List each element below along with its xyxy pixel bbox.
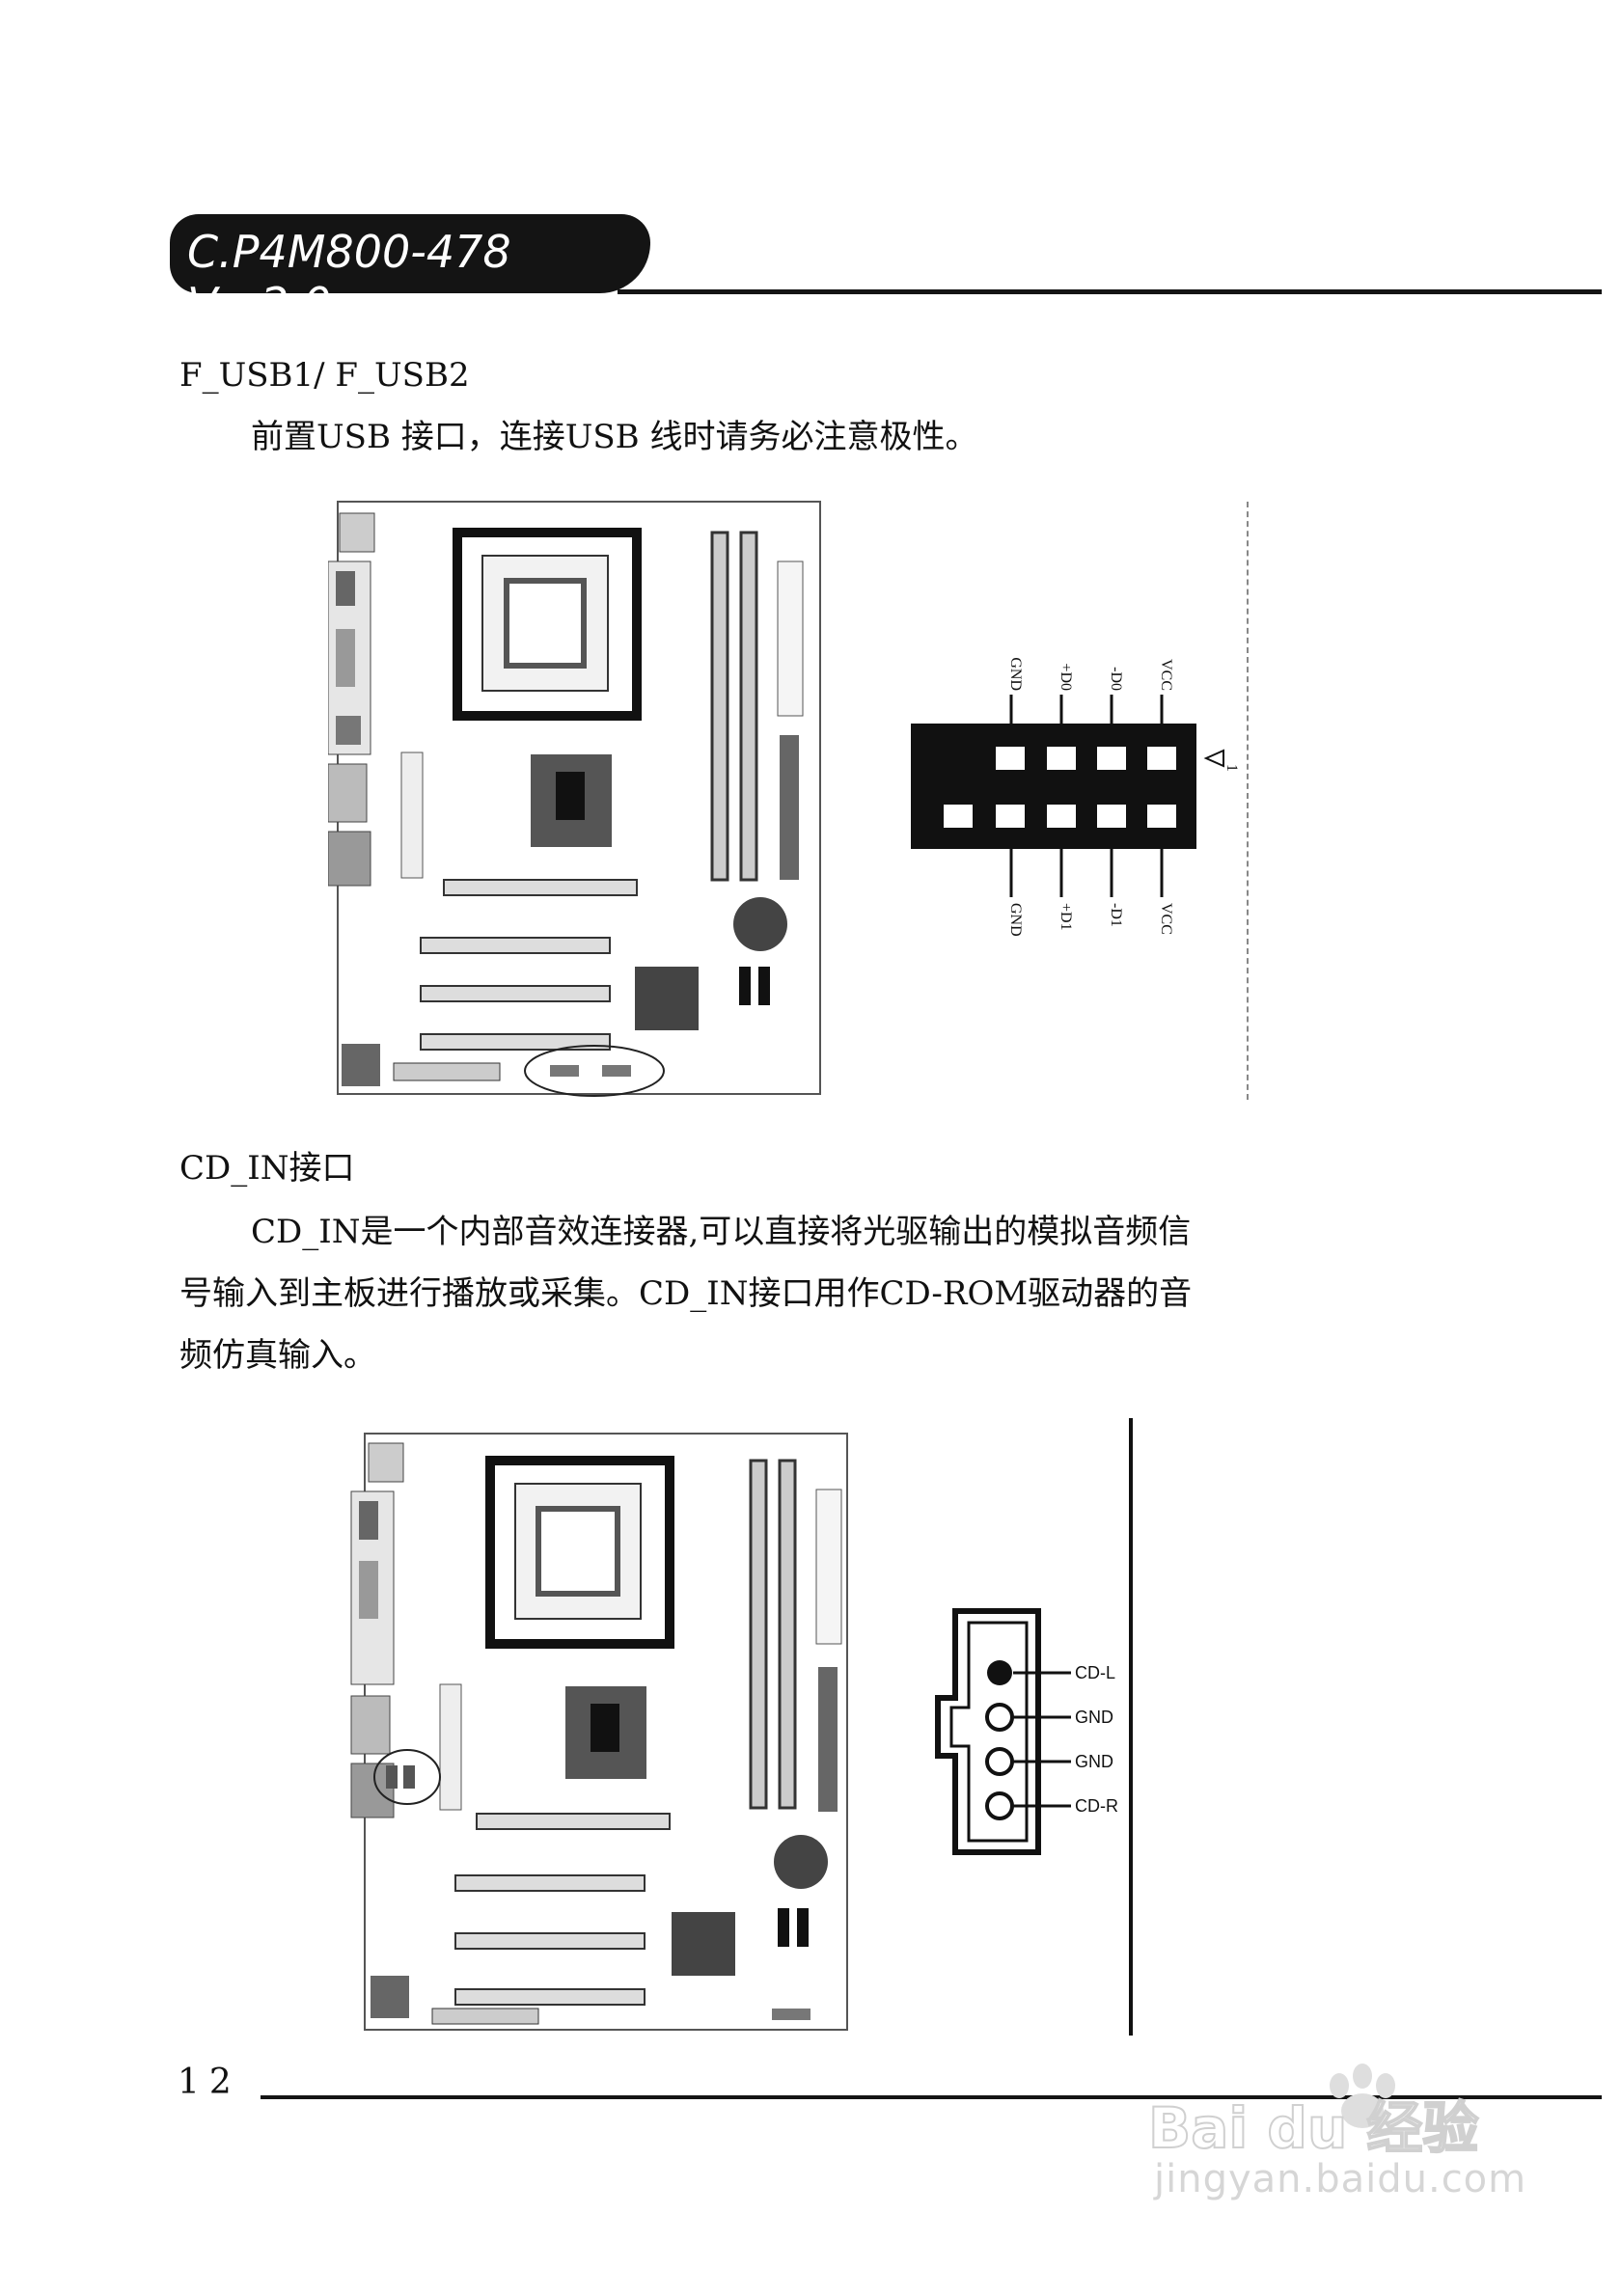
motherboard-diagram-1 xyxy=(328,501,821,1097)
pin-label-top-1: GND xyxy=(1007,657,1024,691)
cd-pin-label-1: CD-L xyxy=(1075,1663,1115,1682)
watermark-url: jingyan.baidu.com xyxy=(1154,2157,1527,2201)
watermark-brand: Bai du 经验 xyxy=(1148,2095,1478,2161)
pin-label-top-2: +D0 xyxy=(1058,663,1074,691)
header-rule xyxy=(618,289,1602,294)
section-body-cdin-line3: 频仿真输入。 xyxy=(179,1336,376,1375)
pin-label-top-3: -D0 xyxy=(1108,667,1124,691)
footer-rule xyxy=(261,2095,1602,2099)
baidu-watermark-logo: Bai du 经验 xyxy=(1148,2064,1479,2162)
motherboard-diagram-2 xyxy=(350,1433,848,2031)
section-title-cdin: CD_IN接口 xyxy=(179,1149,355,1188)
cd-pin-label-4: CD-R xyxy=(1075,1796,1118,1816)
pin-label-bottom-2: +D1 xyxy=(1058,903,1074,931)
pin1-marker-label: 1 xyxy=(1223,764,1240,772)
cd-pin-label-2: GND xyxy=(1075,1708,1113,1727)
pin-label-bottom-4: VCC xyxy=(1158,903,1174,935)
pin1-triangle-icon xyxy=(1203,749,1224,768)
document-title: C.P4M800-478 Ver2.0 xyxy=(187,226,511,330)
dashed-divider xyxy=(1247,502,1249,1100)
vertical-divider xyxy=(1129,1418,1133,2036)
pin-label-bottom-3: -D1 xyxy=(1108,903,1124,927)
pin-label-bottom-1: GND xyxy=(1007,903,1024,937)
page-number: 12 xyxy=(178,2063,241,2102)
section-body-cdin-line1: CD_IN是一个内部音效连接器,可以直接将光驱输出的模拟音频信 xyxy=(251,1213,1192,1251)
section-body-fusb: 前置USB 接口，连接USB 线时请务必注意极性。 xyxy=(251,418,978,456)
pin-label-top-4: VCC xyxy=(1158,659,1174,691)
usb-header-pinout: GND +D0 -D0 VCC GND +D1 -D1 VCC 1 xyxy=(911,657,1240,937)
cd-in-connector: CD-L GND GND CD-R xyxy=(935,1608,1118,1855)
section-title-fusb: F_USB1/ F_USB2 xyxy=(179,356,470,395)
cd-pin-label-3: GND xyxy=(1075,1752,1113,1771)
header-badge: C.P4M800-478 Ver2.0 xyxy=(170,214,650,330)
section-body-cdin-line2: 号输入到主板进行播放或采集。CD_IN接口用作CD-ROM驱动器的音 xyxy=(179,1274,1193,1313)
